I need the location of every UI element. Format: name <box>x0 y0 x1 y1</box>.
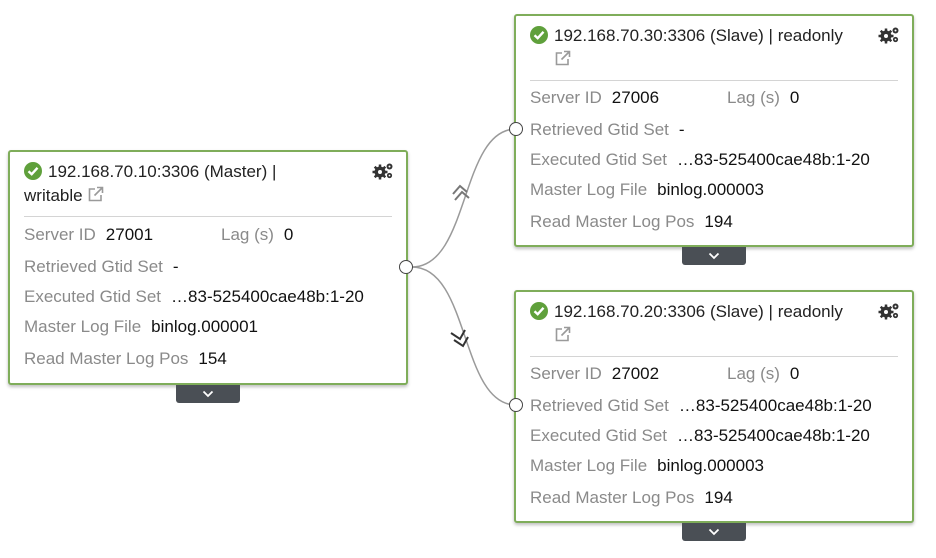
node-title: 192.168.70.20:3306 (Slave) | readonly <box>554 302 843 321</box>
read-master-log-pos-label: Read Master Log Pos <box>530 488 695 507</box>
executed-gtid-row: Executed Gtid Set …83-525400cae48b:1-20 <box>530 426 870 446</box>
master-log-file-row: Master Log File binlog.000003 <box>530 180 764 200</box>
retrieved-gtid-row: Retrieved Gtid Set- <box>24 257 179 277</box>
gears-icon[interactable] <box>878 302 900 320</box>
node-title: 192.168.70.10:3306 (Master) | <box>48 162 277 181</box>
external-link-icon[interactable] <box>87 186 104 203</box>
read-master-log-pos-label: Read Master Log Pos <box>530 212 695 231</box>
server-id-row: Server ID 27006 <box>530 88 659 108</box>
master-output-port[interactable] <box>399 260 413 274</box>
gears-icon[interactable] <box>878 26 900 44</box>
retrieved-gtid-value: - <box>172 257 179 276</box>
node-header: 192.168.70.20:3306 (Slave) | readonly <box>516 292 912 348</box>
master-node[interactable]: 192.168.70.10:3306 (Master) | writable S… <box>8 150 408 385</box>
executed-gtid-label: Executed Gtid Set <box>530 426 668 445</box>
slave30-input-port[interactable] <box>509 122 523 136</box>
read-master-log-pos-row: Read Master Log Pos 194 <box>530 212 733 232</box>
chevron-down-icon <box>202 390 214 398</box>
lag-label: Lag (s) <box>727 364 780 383</box>
master-log-file-label: Master Log File <box>24 317 142 336</box>
retrieved-gtid-label: Retrieved Gtid Set <box>530 120 669 139</box>
header-divider <box>24 216 392 217</box>
master-log-file-label: Master Log File <box>530 180 648 199</box>
lag-value: 0 <box>789 88 800 107</box>
master-log-file-value: binlog.000003 <box>657 180 764 199</box>
slave-node-30[interactable]: 192.168.70.30:3306 (Slave) | readonly Se… <box>514 14 914 247</box>
executed-gtid-value: …83-525400cae48b:1-20 <box>171 287 364 306</box>
server-id-row: Server ID 27001 <box>24 225 153 245</box>
server-id-label: Server ID <box>530 364 602 383</box>
gears-icon[interactable] <box>372 162 394 180</box>
link-master-to-slave20 <box>411 266 517 406</box>
slave-node-20[interactable]: 192.168.70.20:3306 (Slave) | readonly Se… <box>514 290 914 523</box>
read-master-log-pos-value: 194 <box>704 488 733 507</box>
chevron-down-icon <box>708 252 720 260</box>
lag-row: Lag (s) 0 <box>727 364 799 384</box>
server-id-value: 27001 <box>105 225 154 244</box>
header-divider <box>530 80 898 81</box>
executed-gtid-value: …83-525400cae48b:1-20 <box>677 426 870 445</box>
check-circle-icon <box>24 162 42 180</box>
master-log-file-row: Master Log File binlog.000001 <box>24 317 258 337</box>
read-master-log-pos-row: Read Master Log Pos 194 <box>530 488 733 508</box>
retrieved-gtid-row: Retrieved Gtid Set …83-525400cae48b:1-20 <box>530 396 872 416</box>
server-id-label: Server ID <box>24 225 96 244</box>
executed-gtid-value: …83-525400cae48b:1-20 <box>677 150 870 169</box>
check-circle-icon <box>530 302 548 320</box>
master-log-file-value: binlog.000001 <box>151 317 258 336</box>
master-expand-toggle[interactable] <box>176 385 240 403</box>
slave20-input-port[interactable] <box>509 398 523 412</box>
node-title: 192.168.70.30:3306 (Slave) | readonly <box>554 26 843 45</box>
master-log-file-label: Master Log File <box>530 456 648 475</box>
lag-label: Lag (s) <box>727 88 780 107</box>
retrieved-gtid-row: Retrieved Gtid Set- <box>530 120 685 140</box>
read-master-log-pos-value: 194 <box>704 212 733 231</box>
slave20-expand-toggle[interactable] <box>682 523 746 541</box>
master-log-file-row: Master Log File binlog.000003 <box>530 456 764 476</box>
retrieved-gtid-label: Retrieved Gtid Set <box>530 396 669 415</box>
check-circle-icon <box>530 26 548 44</box>
link-arrow-up-icon <box>452 184 470 201</box>
lag-value: 0 <box>789 364 800 383</box>
lag-row: Lag (s) 0 <box>727 88 799 108</box>
header-divider <box>530 356 898 357</box>
link-arrow-down-icon <box>450 329 469 348</box>
retrieved-gtid-value: - <box>678 120 685 139</box>
read-master-log-pos-row: Read Master Log Pos 154 <box>24 349 227 369</box>
executed-gtid-row: Executed Gtid Set …83-525400cae48b:1-20 <box>530 150 870 170</box>
link-master-to-slave30 <box>411 128 517 268</box>
node-header: 192.168.70.10:3306 (Master) | writable <box>10 152 406 208</box>
slave30-expand-toggle[interactable] <box>682 247 746 265</box>
lag-row: Lag (s) 0 <box>221 225 293 245</box>
lag-value: 0 <box>283 225 294 244</box>
server-id-row: Server ID 27002 <box>530 364 659 384</box>
executed-gtid-row: Executed Gtid Set …83-525400cae48b:1-20 <box>24 287 364 307</box>
server-id-label: Server ID <box>530 88 602 107</box>
external-link-icon[interactable] <box>554 50 571 67</box>
chevron-down-icon <box>708 528 720 536</box>
node-title-mode: writable <box>24 186 83 205</box>
node-header: 192.168.70.30:3306 (Slave) | readonly <box>516 16 912 72</box>
executed-gtid-label: Executed Gtid Set <box>530 150 668 169</box>
read-master-log-pos-value: 154 <box>198 349 227 368</box>
executed-gtid-label: Executed Gtid Set <box>24 287 162 306</box>
external-link-icon[interactable] <box>554 326 571 343</box>
server-id-value: 27006 <box>611 88 660 107</box>
retrieved-gtid-label: Retrieved Gtid Set <box>24 257 163 276</box>
lag-label: Lag (s) <box>221 225 274 244</box>
retrieved-gtid-value: …83-525400cae48b:1-20 <box>678 396 872 415</box>
server-id-value: 27002 <box>611 364 660 383</box>
read-master-log-pos-label: Read Master Log Pos <box>24 349 189 368</box>
master-log-file-value: binlog.000003 <box>657 456 764 475</box>
